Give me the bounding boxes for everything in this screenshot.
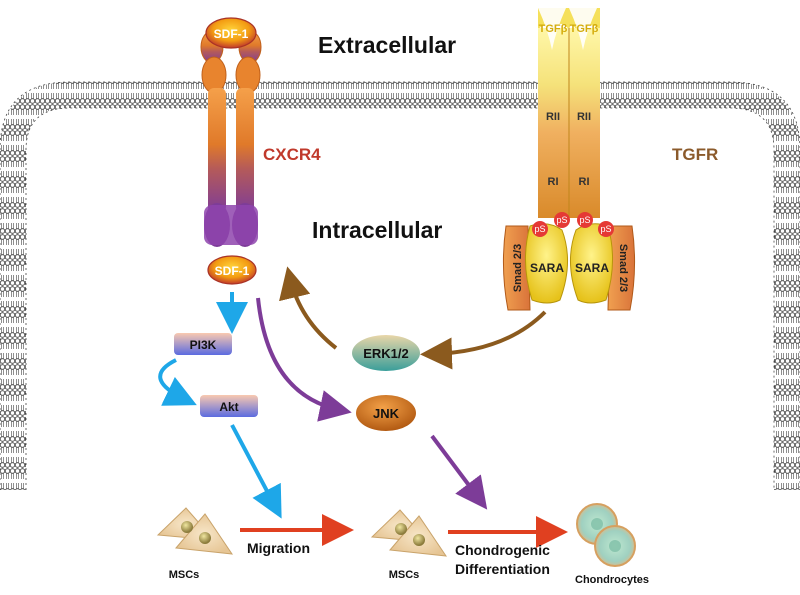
erk-label: ERK1/2 <box>363 346 409 361</box>
akt-label: Akt <box>219 400 238 414</box>
akt-node: Akt <box>200 395 258 417</box>
sara-left: SARA <box>524 223 569 304</box>
smad-right: Smad 2/3 <box>607 225 636 311</box>
smad-right-label: Smad 2/3 <box>617 244 629 292</box>
phospho-label-3: pS <box>579 215 590 225</box>
arrow-tgfr-to-erk <box>420 310 547 370</box>
chondrogenic-label: Chondrogenic <box>455 542 550 558</box>
arrow-akt-to-migration <box>230 424 282 519</box>
ri-left-label: RI <box>548 176 559 188</box>
intracellular-label: Intracellular <box>312 217 442 243</box>
pi3k-node: PI3K <box>174 333 232 355</box>
tgfr-label: TGFR <box>672 145 718 164</box>
erk-node: ERK1/2 <box>352 335 420 371</box>
sdf1-bottom-label: SDF-1 <box>215 264 250 278</box>
tgfb-right-label: TGFβ <box>570 23 599 35</box>
arrows <box>158 266 568 548</box>
jnk-label: JNK <box>373 406 400 421</box>
arrow-sdf1-to-jnk <box>256 297 352 422</box>
sara-right: SARA <box>569 223 614 304</box>
sdf1-top-label: SDF-1 <box>214 27 249 41</box>
sdf1-ligand-bottom: SDF-1 <box>207 255 257 285</box>
phospho-label-4: pS <box>600 224 611 234</box>
chondrocyte-cells <box>576 503 636 567</box>
sara-left-label: SARA <box>530 261 564 275</box>
phospho-group: pS pS pS pS <box>532 212 614 237</box>
extracellular-label: Extracellular <box>318 32 456 58</box>
msc-left-label: MSCs <box>169 569 200 581</box>
sara-right-label: SARA <box>575 261 609 275</box>
chondrocytes-label: Chondrocytes <box>575 574 649 586</box>
msc-cells-left <box>156 507 234 555</box>
arrow-jnk-to-differentiation <box>430 434 488 510</box>
jnk-node: JNK <box>356 395 416 431</box>
cxcr4-label: CXCR4 <box>263 145 321 164</box>
cxcr4-receptor <box>200 30 262 247</box>
arrow-erk-to-cxcr4 <box>279 266 338 350</box>
msc-right-label: MSCs <box>389 569 420 581</box>
differentiation-label: Differentiation <box>455 561 550 577</box>
arrow-pi3k-to-akt <box>158 358 197 406</box>
pi3k-label: PI3K <box>190 338 217 352</box>
rii-right-label: RII <box>577 111 591 123</box>
rii-left-label: RII <box>546 111 560 123</box>
tgfb-left-label: TGFβ <box>539 23 568 35</box>
smad-left: Smad 2/3 <box>502 225 531 311</box>
phospho-label-1: pS <box>534 224 545 234</box>
tgfr-receptor: TGFβ TGFβ RII RII RI RI <box>538 8 600 218</box>
ri-right-label: RI <box>579 176 590 188</box>
cell-membrane <box>0 81 800 490</box>
phospho-label-2: pS <box>556 215 567 225</box>
migration-label: Migration <box>247 540 310 556</box>
sdf1-ligand-top: SDF-1 <box>205 17 257 49</box>
smad-left-label: Smad 2/3 <box>512 244 524 292</box>
msc-cells-right <box>370 509 448 557</box>
